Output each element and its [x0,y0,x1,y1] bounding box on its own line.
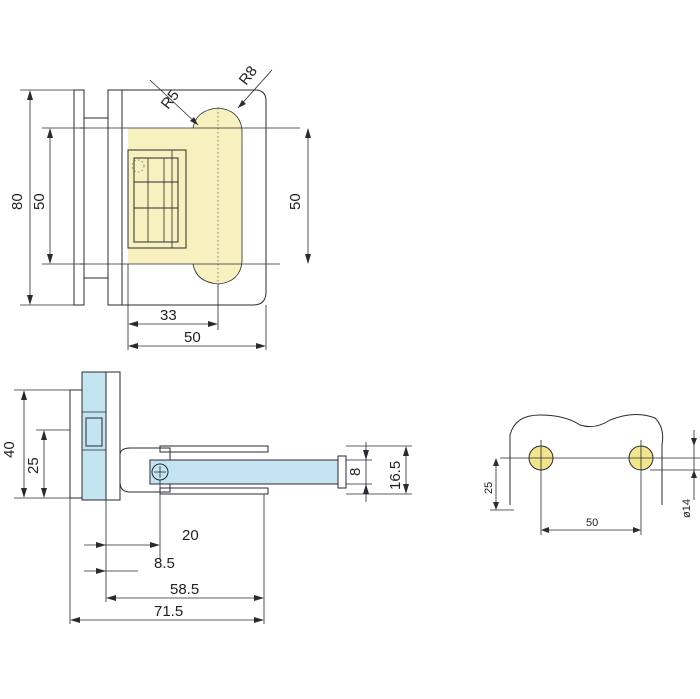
radius-large-label: R8 [236,63,261,89]
hinge-leaf-brass [128,108,242,284]
dim-58-5: 58.5 [170,581,199,598]
hinge-leaf-outline [192,107,243,285]
dim-width-inner: 33 [160,307,177,324]
dim-thickness: 8 [347,468,364,476]
dim-side-height-total: 40 [1,441,18,458]
plate-outline [509,414,664,505]
hinge-knuckle [119,447,171,493]
dim-71-5: 71.5 [154,603,183,620]
side-view: 40 25 8 16.5 20 8.5 [1,371,412,624]
hinge-body-outline [122,89,267,306]
dim-height-inner: 50 [31,193,48,210]
glass-panel-horizontal [150,460,338,484]
dim-8-5: 8.5 [154,555,175,572]
knuckle-frame [127,149,187,249]
knuckle-block-3 [133,207,179,243]
screw-icon [131,159,145,173]
glass-plate-front [107,89,123,306]
hole-detail: 25 50 ø14 [483,414,700,535]
hole-diameter-label: ø14 [681,499,693,518]
dim-20: 20 [182,527,199,544]
dim-glass-gap: 16.5 [387,461,404,490]
hole-spacing-label: 50 [586,517,598,529]
glass-plate-back [73,89,85,306]
front-view: R5 R8 80 50 50 33 50 [9,63,311,350]
dim-height-right: 50 [287,193,304,210]
dim-side-height-inner: 25 [25,457,42,474]
hole-offset-label: 25 [483,482,495,494]
dim-width-total: 50 [184,329,201,346]
dim-height-total: 80 [9,193,26,210]
glass-plate-mid [83,117,109,279]
